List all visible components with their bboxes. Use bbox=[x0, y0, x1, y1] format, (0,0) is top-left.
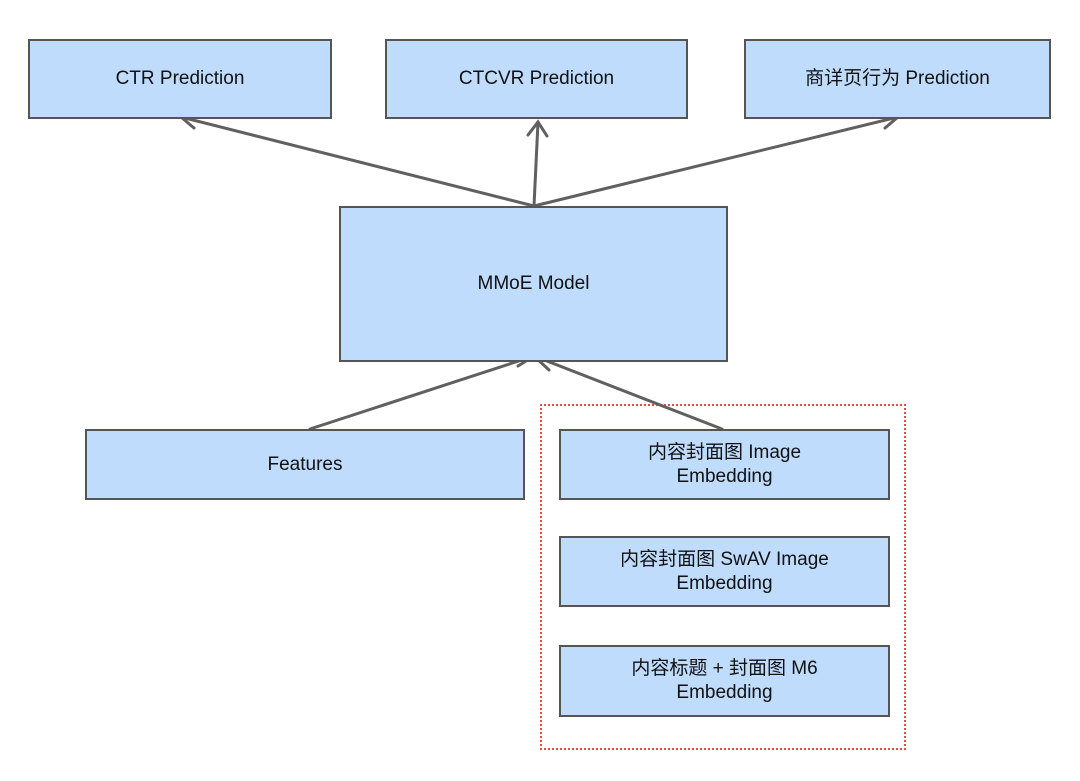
edge-mmoe-to-ctr bbox=[179, 115, 536, 208]
ctr-prediction-node: CTR Prediction bbox=[28, 39, 332, 119]
features-label: Features bbox=[267, 453, 343, 475]
swav-embedding-label: 内容封面图 SwAV Image Embedding bbox=[620, 548, 829, 594]
arrowhead-ctcvr bbox=[526, 119, 549, 138]
edge-image-to-mmoe bbox=[532, 354, 724, 431]
detail-page-prediction-node: 商详页行为 Prediction bbox=[744, 39, 1051, 119]
edge-mmoe-to-detail bbox=[532, 115, 900, 208]
embedding-group-box bbox=[540, 404, 906, 750]
edge-features-to-mmoe bbox=[308, 354, 536, 431]
swav-embedding-node: 内容封面图 SwAV Image Embedding bbox=[559, 536, 890, 607]
ctr-prediction-label: CTR Prediction bbox=[115, 68, 245, 89]
mmoe-model-node: MMoE Model bbox=[339, 206, 728, 362]
image-embedding-label: 内容封面图 Image Embedding bbox=[647, 441, 802, 487]
ctcvr-prediction-node: CTCVR Prediction bbox=[385, 39, 688, 119]
mmoe-model-label: MMoE Model bbox=[477, 273, 590, 294]
image-embedding-node: 内容封面图 Image Embedding bbox=[559, 429, 890, 500]
detail-page-prediction-label: 商详页行为 Prediction bbox=[805, 68, 990, 89]
edge-mmoe-to-ctcvr bbox=[532, 120, 540, 208]
ctcvr-prediction-label: CTCVR Prediction bbox=[458, 68, 615, 89]
features-node: Features bbox=[85, 429, 525, 500]
m6-embedding-label: 内容标题 + 封面图 M6 Embedding bbox=[631, 658, 818, 703]
m6-embedding-node: 内容标题 + 封面图 M6 Embedding bbox=[559, 645, 890, 717]
